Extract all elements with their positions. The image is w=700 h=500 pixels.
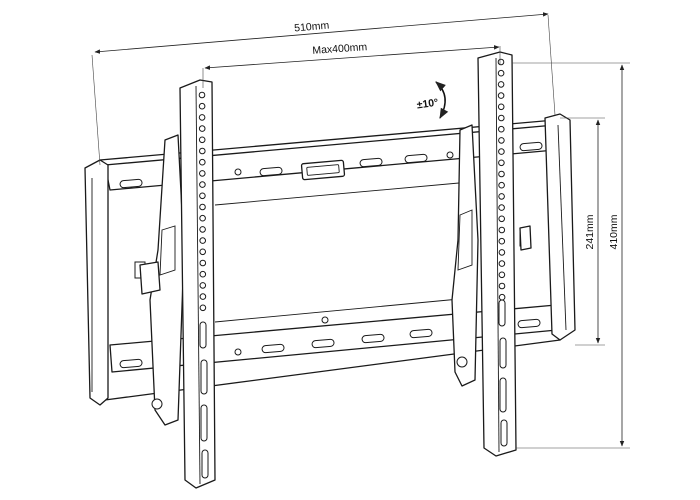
- arm-hole: [198, 125, 206, 132]
- arm-hole: [498, 226, 506, 234]
- arm-hole: [199, 237, 206, 244]
- arm-hole: [498, 137, 505, 144]
- arm-hole: [199, 282, 207, 289]
- arm-hole: [498, 170, 505, 178]
- overall-width-label: 510mm: [294, 19, 330, 34]
- overall-width-dimension: [91, 12, 556, 166]
- arm-hole: [199, 158, 206, 166]
- arm-hole: [497, 58, 505, 66]
- arm-hole: [498, 282, 506, 290]
- arm-hole: [498, 215, 506, 223]
- bubble-level: [300, 159, 346, 181]
- arm-hole: [498, 148, 505, 155]
- left-arm-holes: [198, 91, 207, 312]
- arm-slot: [199, 321, 207, 349]
- arm-hole: [498, 125, 505, 133]
- right-arm-holes: [497, 58, 506, 301]
- arm-hole: [198, 102, 206, 110]
- right-arm-slots: [498, 299, 508, 447]
- arm-hole: [497, 81, 505, 88]
- arm-hole: [498, 159, 505, 167]
- arm-hole: [199, 248, 206, 256]
- left-vertical-arm: [139, 79, 216, 489]
- arm-hole: [498, 181, 505, 189]
- arm-hole: [199, 181, 206, 188]
- arm-hole: [199, 304, 207, 312]
- arm-hole: [497, 103, 505, 111]
- arm-hole: [199, 270, 207, 278]
- arm-hole: [199, 203, 206, 211]
- overall-height-label: 410mm: [608, 214, 620, 249]
- inner-height-label: 241mm: [584, 214, 596, 249]
- arm-hole: [199, 147, 206, 155]
- arm-hole: [198, 136, 206, 144]
- left-arm-slots: [199, 321, 209, 479]
- arm-hole: [199, 259, 207, 267]
- arm-hole: [498, 260, 506, 267]
- max-vesa-label: Max400mm: [312, 41, 368, 57]
- arm-slot: [500, 419, 508, 447]
- overall-height-dimension: [512, 62, 630, 449]
- wall-plate: [84, 113, 576, 406]
- tilt-rotation-arrow-icon: [435, 81, 449, 119]
- arm-hole: [498, 271, 506, 279]
- arm-hole: [498, 249, 506, 256]
- arm-slot: [201, 449, 209, 479]
- top-rail-slots: [119, 141, 543, 189]
- arm-hole: [199, 214, 206, 222]
- arm-hole: [498, 237, 506, 245]
- arm-slot: [200, 359, 208, 395]
- arm-hole: [498, 193, 505, 200]
- arm-hole: [498, 114, 505, 122]
- arm-hole: [498, 293, 506, 301]
- arm-slot: [200, 404, 208, 442]
- arm-hole: [199, 170, 206, 177]
- arm-hole: [198, 114, 206, 121]
- arm-slot: [498, 299, 506, 327]
- max-vesa-dimension: [202, 45, 501, 88]
- arm-hole: [199, 293, 207, 300]
- arm-slot: [499, 337, 507, 369]
- arm-hole: [199, 226, 206, 233]
- arm-hole: [497, 92, 505, 99]
- arm-slot: [499, 377, 507, 413]
- arm-hole: [498, 204, 505, 211]
- arm-hole: [198, 91, 206, 99]
- inner-height-dimension: [560, 117, 605, 346]
- arm-hole: [199, 192, 206, 200]
- arm-hole: [497, 69, 505, 77]
- tilt-label: ±10°: [416, 97, 439, 112]
